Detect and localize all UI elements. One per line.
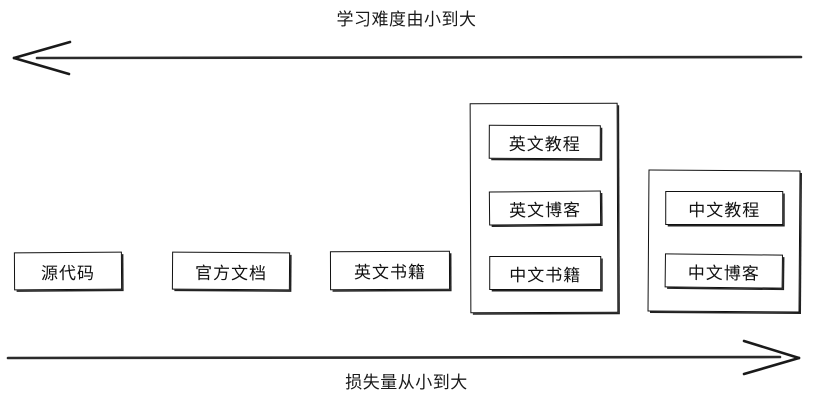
group-one-container[interactable]: 英文教程 英文博客 中文书籍 (469, 102, 619, 314)
node-chinese-books[interactable]: 中文书籍 (489, 255, 602, 291)
node-source-code[interactable]: 源代码 (13, 251, 123, 291)
top-axis-label: 学习难度由小到大 (336, 10, 477, 30)
bottom-axis-label: 损失量从小到大 (345, 373, 468, 393)
node-label: 官方文档 (194, 263, 268, 284)
node-label: 英文博客 (508, 200, 582, 221)
node-label: 源代码 (40, 263, 96, 284)
node-chinese-tutorial[interactable]: 中文教程 (665, 190, 784, 226)
bottom-axis-arrow (6, 339, 801, 376)
node-label: 中文博客 (687, 263, 760, 284)
node-english-books[interactable]: 英文书籍 (329, 250, 451, 291)
node-label: 英文书籍 (353, 262, 427, 284)
node-english-blog[interactable]: 英文博客 (488, 190, 602, 226)
node-label: 中文教程 (688, 200, 761, 221)
node-official-docs[interactable]: 官方文档 (171, 251, 291, 291)
node-english-tutorial[interactable]: 英文教程 (488, 124, 601, 160)
top-axis-arrow (12, 40, 803, 76)
node-chinese-blog[interactable]: 中文博客 (664, 253, 783, 289)
group-two-container[interactable]: 中文教程 中文博客 (647, 169, 801, 313)
node-label: 英文教程 (508, 134, 581, 155)
node-label: 中文书籍 (509, 265, 582, 286)
